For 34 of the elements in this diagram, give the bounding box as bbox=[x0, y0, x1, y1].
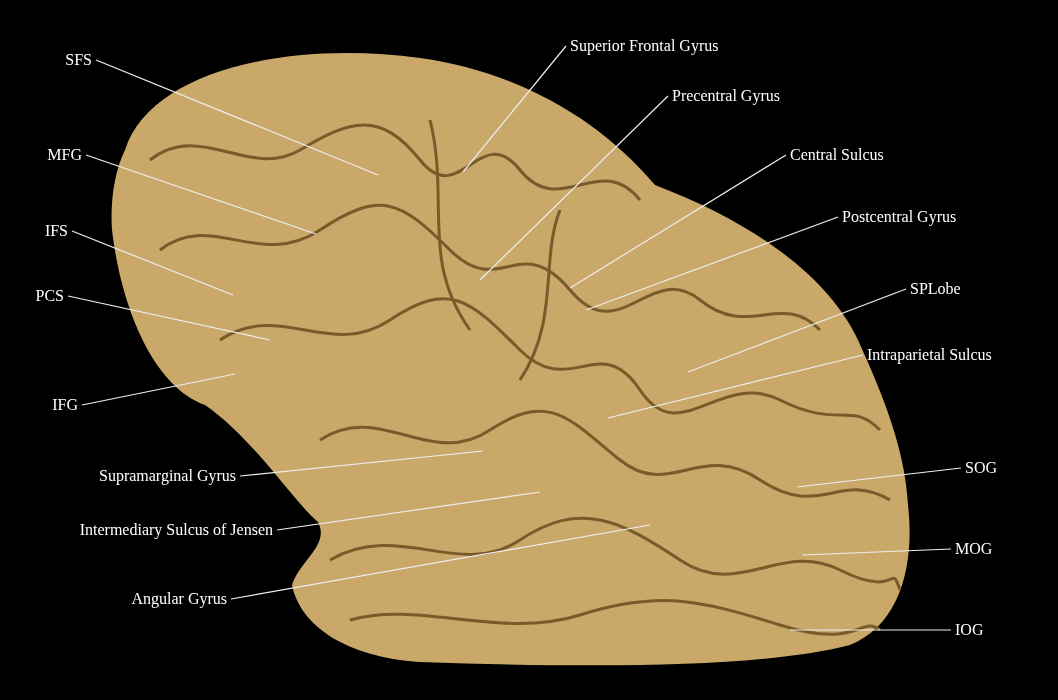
leader-line bbox=[71, 230, 234, 296]
leader-line bbox=[81, 373, 236, 406]
structure-label: SOG bbox=[961, 458, 1001, 478]
leader-line bbox=[569, 154, 787, 289]
leader-line bbox=[95, 59, 379, 176]
structure-label: SFS bbox=[61, 50, 96, 70]
structure-label: Angular Gyrus bbox=[127, 589, 231, 609]
leader-line bbox=[607, 354, 864, 419]
structure-label: MOG bbox=[951, 539, 997, 559]
structure-label: IFS bbox=[40, 221, 72, 241]
leader-line bbox=[789, 629, 952, 631]
leader-line bbox=[479, 95, 669, 281]
leader-line bbox=[687, 288, 907, 373]
leader-line bbox=[276, 491, 541, 531]
structure-label: Intermediary Sulcus of Jensen bbox=[75, 520, 277, 540]
structure-label: Postcentral Gyrus bbox=[838, 207, 961, 227]
structure-label: IFG bbox=[48, 395, 82, 415]
structure-label: Supramarginal Gyrus bbox=[95, 466, 240, 486]
leader-line bbox=[796, 467, 962, 488]
structure-label: SPLobe bbox=[906, 279, 965, 299]
leader-line bbox=[230, 524, 651, 600]
structure-label: Central Sulcus bbox=[786, 145, 888, 165]
structure-label: Intraparietal Sulcus bbox=[863, 345, 996, 365]
leader-line bbox=[801, 548, 952, 556]
leader-line bbox=[585, 216, 839, 311]
structure-label: Precentral Gyrus bbox=[668, 86, 784, 106]
structure-label: MFG bbox=[43, 145, 86, 165]
structure-label: Superior Frontal Gyrus bbox=[566, 36, 723, 56]
leader-line bbox=[85, 154, 317, 235]
leader-line bbox=[67, 295, 271, 341]
leader-line bbox=[239, 450, 484, 477]
structure-label: PCS bbox=[31, 286, 68, 306]
leader-line bbox=[462, 45, 567, 173]
structure-label: IOG bbox=[951, 620, 988, 640]
